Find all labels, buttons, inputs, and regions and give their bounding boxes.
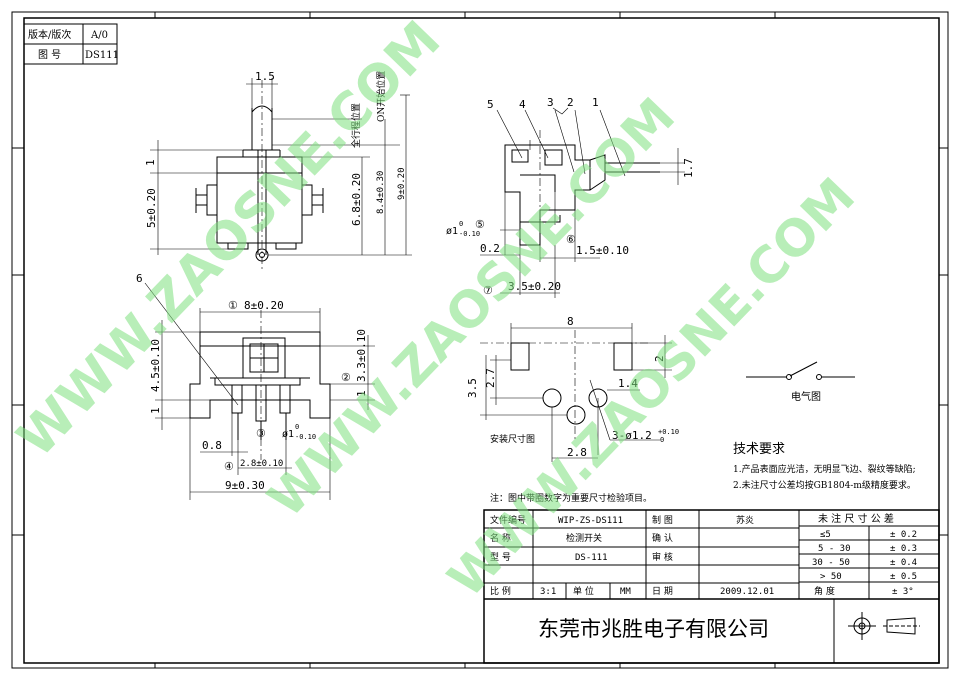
date-value: 2009.12.01 <box>720 587 774 597</box>
mount-dim-holes-tol: +0.10 <box>658 428 679 436</box>
front-circle-1: ① <box>228 299 238 312</box>
tol-range-3: > 50 <box>820 572 842 582</box>
side-dim-dia: ø1 <box>446 226 458 237</box>
front-circle-2: ② <box>341 371 351 384</box>
top-dim-9: 9±0.20 <box>397 167 407 200</box>
unit-label: 单 位 <box>573 585 594 597</box>
schematic-caption: 电气图 <box>791 390 821 403</box>
name-value: 检测开关 <box>566 532 602 544</box>
tol-range-4: 角 度 <box>814 585 835 597</box>
drawing-number-label: 图 号 <box>38 49 61 61</box>
version-label: 版本/版次 <box>28 28 71 41</box>
drawing-number-value: DS111 <box>85 50 119 61</box>
top-dim-6-8: 6.8±0.20 <box>350 173 363 226</box>
front-dim-1a: 1 <box>149 407 162 414</box>
tol-value-4: ± 3° <box>892 587 914 597</box>
front-callout-6: 6 <box>136 272 143 285</box>
front-dim-3-3: 3.3±0.10 <box>355 329 368 382</box>
tol-value-1: ± 0.3 <box>890 544 917 554</box>
tech-line-1: 1.产品表面应光洁，无明显飞边、裂纹等缺陷; <box>733 463 916 475</box>
mount-dim-1-4: 1.4 <box>618 377 638 390</box>
side-view <box>480 107 685 298</box>
version-value: A/0 <box>90 30 108 41</box>
side-circle-5: ⑤ <box>475 218 485 231</box>
top-dim-8-4: 8.4±0.30 <box>376 171 386 214</box>
drawing-note: 注：图中带圈数字为重要尺寸检验项目。 <box>490 492 652 504</box>
front-dim-dia-tol0: 0 <box>295 423 299 431</box>
front-dim-0-8: 0.8 <box>202 439 222 452</box>
tolerance-title: 未 注 尺 寸 公 差 <box>818 512 894 525</box>
front-circle-4: ④ <box>224 460 234 473</box>
file-no-label: 文件编号 <box>490 514 526 526</box>
mount-dim-8: 8 <box>567 315 574 328</box>
tech-title: 技术要求 <box>733 442 785 457</box>
mount-dim-holes: 3-ø1.2 <box>612 429 652 442</box>
file-no-value: WIP-ZS-DS111 <box>558 516 623 526</box>
date-label: 日 期 <box>652 586 673 597</box>
top-dim-5: 5±0.20 <box>145 188 158 228</box>
drawn-value: 苏炎 <box>736 514 754 526</box>
tol-value-2: ± 0.4 <box>890 558 917 568</box>
callout-3: 3 <box>547 96 554 109</box>
tol-value-0: ± 0.2 <box>890 530 917 540</box>
front-dim-dia: ø1 <box>282 429 294 440</box>
drawn-label: 制 图 <box>652 514 673 526</box>
callout-5: 5 <box>487 98 494 111</box>
tol-range-1: 5 - 30 <box>818 544 851 554</box>
front-dim-1b: 1 <box>355 390 368 397</box>
projection-symbol-icon <box>848 612 920 640</box>
side-dim-1-7: 1.7 <box>682 158 695 178</box>
top-dim-1-5: 1.5 <box>255 70 275 83</box>
front-dim-4-5: 4.5±0.10 <box>149 339 162 392</box>
callout-1: 1 <box>592 96 599 109</box>
side-circle-6: ⑥ <box>566 233 576 246</box>
tech-line-2: 2.未注尺寸公差均按GB1804-m级精度要求。 <box>733 479 916 491</box>
side-dim-0-2: 0.2 <box>480 242 500 255</box>
mount-dim-2-8: 2.8 <box>567 446 587 459</box>
side-dim-dia-tol0: 0 <box>459 220 463 228</box>
tol-range-0: ≤5 <box>820 530 831 540</box>
side-circle-7: ⑦ <box>483 284 493 297</box>
model-value: DS-111 <box>575 553 608 563</box>
side-dim-dia-tol: -0.10 <box>459 230 480 238</box>
mount-caption: 安装尺寸图 <box>490 433 535 445</box>
scale-label: 比 例 <box>490 585 511 597</box>
label-full-travel: 全行程位置 <box>350 103 362 148</box>
confirm-label: 确 认 <box>652 532 673 544</box>
drawing-frame <box>11 11 949 669</box>
front-dim-8: 8±0.20 <box>244 299 284 312</box>
title-block <box>483 509 940 664</box>
side-dim-1-5: 1.5±0.10 <box>576 244 629 257</box>
model-label: 型 号 <box>490 552 511 563</box>
tol-range-2: 30 - 50 <box>812 558 850 568</box>
mount-dim-2: 2 <box>653 355 666 362</box>
unit-value: MM <box>620 587 631 597</box>
front-dim-dia-tol: -0.10 <box>295 433 316 441</box>
electrical-schematic <box>746 361 855 380</box>
front-circle-3: ③ <box>256 427 266 440</box>
top-view <box>150 78 412 270</box>
version-table: 版本/版次 A/0 图 号 DS111 <box>23 23 119 65</box>
callout-2: 2 <box>567 96 574 109</box>
mount-dim-3-5: 3.5 <box>466 378 479 398</box>
callout-4: 4 <box>519 98 526 111</box>
front-view <box>144 282 375 500</box>
review-label: 审 核 <box>652 551 673 563</box>
front-dim-2-8: 2.8±0.10 <box>240 459 283 469</box>
mounting-diagram <box>480 323 672 462</box>
front-dim-9: 9±0.30 <box>225 479 265 492</box>
scale-value: 3:1 <box>540 587 556 597</box>
label-on-start: ON开始位置 <box>375 71 387 122</box>
mount-dim-holes-tol0: 0 <box>660 436 664 444</box>
company-name: 东莞市兆胜电子有限公司 <box>538 617 769 641</box>
tol-value-3: ± 0.5 <box>890 572 917 582</box>
top-dim-1: 1 <box>144 159 157 166</box>
name-label: 名 称 <box>490 532 511 544</box>
mount-dim-2-7: 2.7 <box>484 368 497 388</box>
side-dim-3-5: 3.5±0.20 <box>508 280 561 293</box>
